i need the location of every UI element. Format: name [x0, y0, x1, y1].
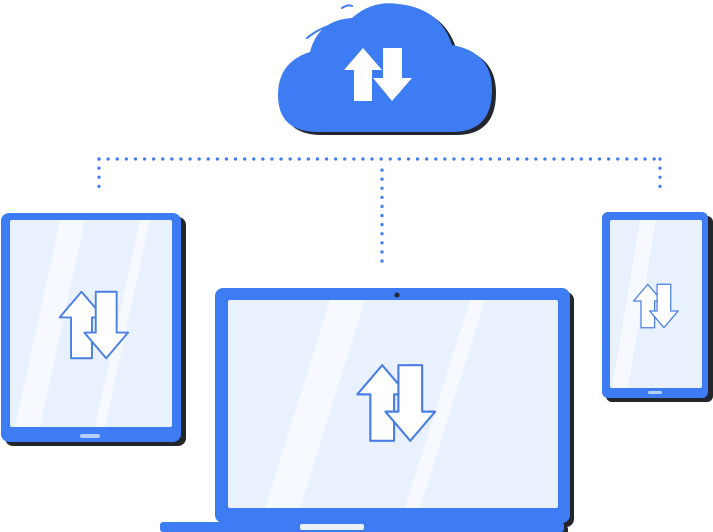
laptop-glint — [265, 300, 365, 508]
tablet-glint-2 — [95, 220, 150, 427]
cloud-sync-icon — [278, 3, 496, 136]
cloud-arrow-down — [373, 48, 412, 101]
tablet-device — [1, 213, 186, 446]
phone-home-button — [648, 391, 662, 394]
connector-lines — [97, 157, 662, 272]
laptop-glint-2 — [405, 300, 485, 508]
phone-device — [602, 212, 713, 402]
laptop-camera — [394, 292, 400, 298]
laptop-trackpad-notch — [300, 524, 364, 530]
cloud-highlight — [306, 23, 339, 39]
phone-glint — [612, 220, 656, 388]
cloud-highlight-dot — [341, 4, 353, 9]
laptop-device — [160, 288, 574, 532]
cloud-arrow-up — [344, 48, 382, 101]
tablet-glint — [15, 220, 85, 427]
tablet-home-button — [80, 434, 100, 438]
